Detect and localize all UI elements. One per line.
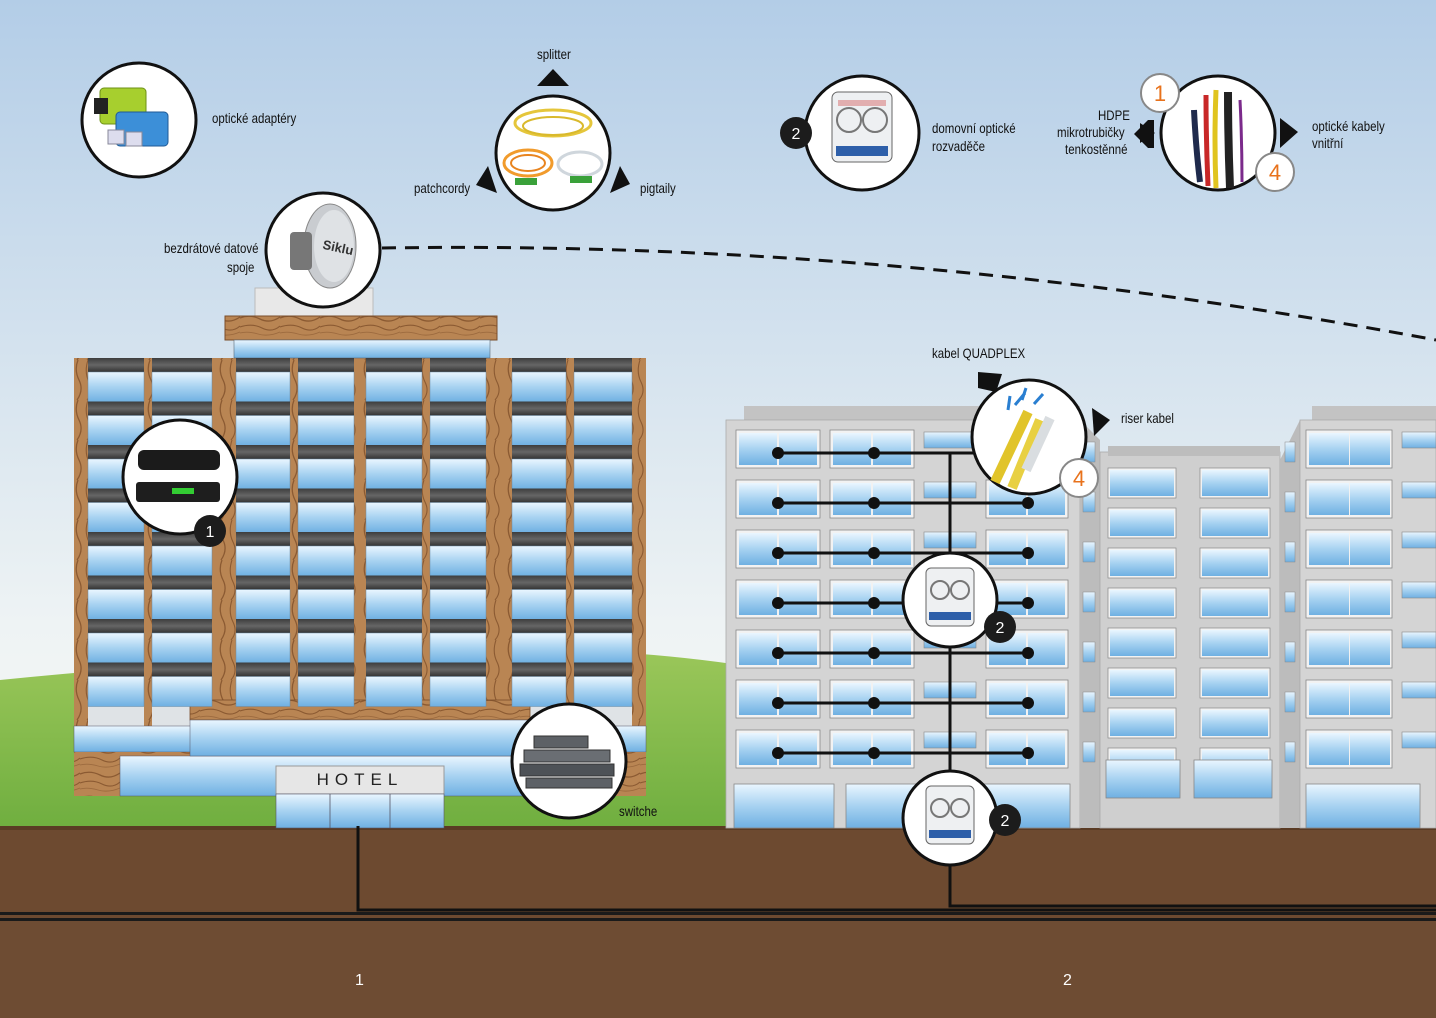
patchcords-arrow-icon [476, 166, 497, 193]
splitter-arrow-icon [537, 69, 569, 86]
distributor-bottom-icon [901, 769, 999, 867]
badge-indoor-cable-number: 4 [1269, 160, 1281, 185]
label-home-dist-line1: domovní optické [932, 120, 1016, 136]
label-hdpe-line2: mikrotrubičky [1057, 124, 1125, 140]
label-home-dist-line2: rozvaděče [932, 138, 985, 154]
hotel-sign: HOTEL [316, 770, 404, 789]
label-indoor-line1: optické kabely [1312, 118, 1385, 134]
zone-label-1: 1 [355, 972, 364, 989]
badge-distributor-mid-number: 2 [996, 620, 1005, 637]
badge-hdpe [1140, 73, 1180, 113]
indoor-cable-arrow-icon [1280, 118, 1298, 148]
badge-distributor-top-number: 2 [792, 126, 801, 143]
riser-arrow-icon [1092, 408, 1110, 436]
label-pigtails: pigtaily [640, 180, 676, 196]
underground-cable-1 [356, 826, 1436, 912]
badge-set-top-box-number: 1 [206, 524, 215, 541]
badge-distributor-mid [984, 611, 1016, 643]
label-wireless-line2: spoje [227, 259, 255, 275]
set-top-box-icon [121, 418, 239, 536]
optical-adapters-icon [80, 61, 198, 179]
distributor-mid-icon [901, 551, 999, 649]
badge-hdpe-number: 1 [1154, 81, 1166, 106]
label-switches: switche [619, 803, 658, 819]
splitter-patchcords-pigtails-icon [476, 69, 630, 212]
label-splitter: splitter [537, 46, 571, 62]
badge-distributor-top [780, 117, 812, 149]
underground-cable-2 [948, 860, 1436, 908]
badge-riser-number: 4 [1073, 466, 1085, 491]
badge-indoor-cable [1255, 152, 1295, 192]
hdpe-microtubes-indoor-cables-icon [1134, 74, 1298, 192]
label-wireless-line1: bezdrátové datové [164, 240, 259, 256]
switches-icon [510, 702, 628, 820]
quadplex-riser-cable-icon [970, 372, 1110, 496]
label-optical-adapters: optické adaptéry [212, 110, 297, 126]
label-riser: riser kabel [1121, 410, 1174, 426]
pigtails-arrow-icon [610, 166, 630, 193]
badge-riser [1059, 458, 1099, 498]
label-indoor-line2: vnitřní [1312, 135, 1344, 151]
label-patchcords: patchcordy [414, 180, 471, 196]
panel-window-grid [733, 429, 1436, 829]
badge-set-top-box [194, 515, 226, 547]
wireless-link-line [381, 245, 1436, 342]
quadplex-arrow-icon [978, 372, 1002, 392]
zone-label-2: 2 [1063, 972, 1072, 989]
badge-distributor-bottom [989, 804, 1021, 836]
badge-distributor-bottom-number: 2 [1001, 813, 1010, 830]
home-distribution-box-icon [803, 74, 921, 192]
dish-brand-text: Siklu [321, 237, 355, 258]
wireless-dish-icon [264, 191, 382, 309]
label-hdpe-line3: tenkostěnné [1065, 141, 1128, 157]
label-quadplex: kabel QUADPLEX [932, 345, 1026, 361]
label-hdpe-line1: HDPE [1098, 107, 1130, 123]
